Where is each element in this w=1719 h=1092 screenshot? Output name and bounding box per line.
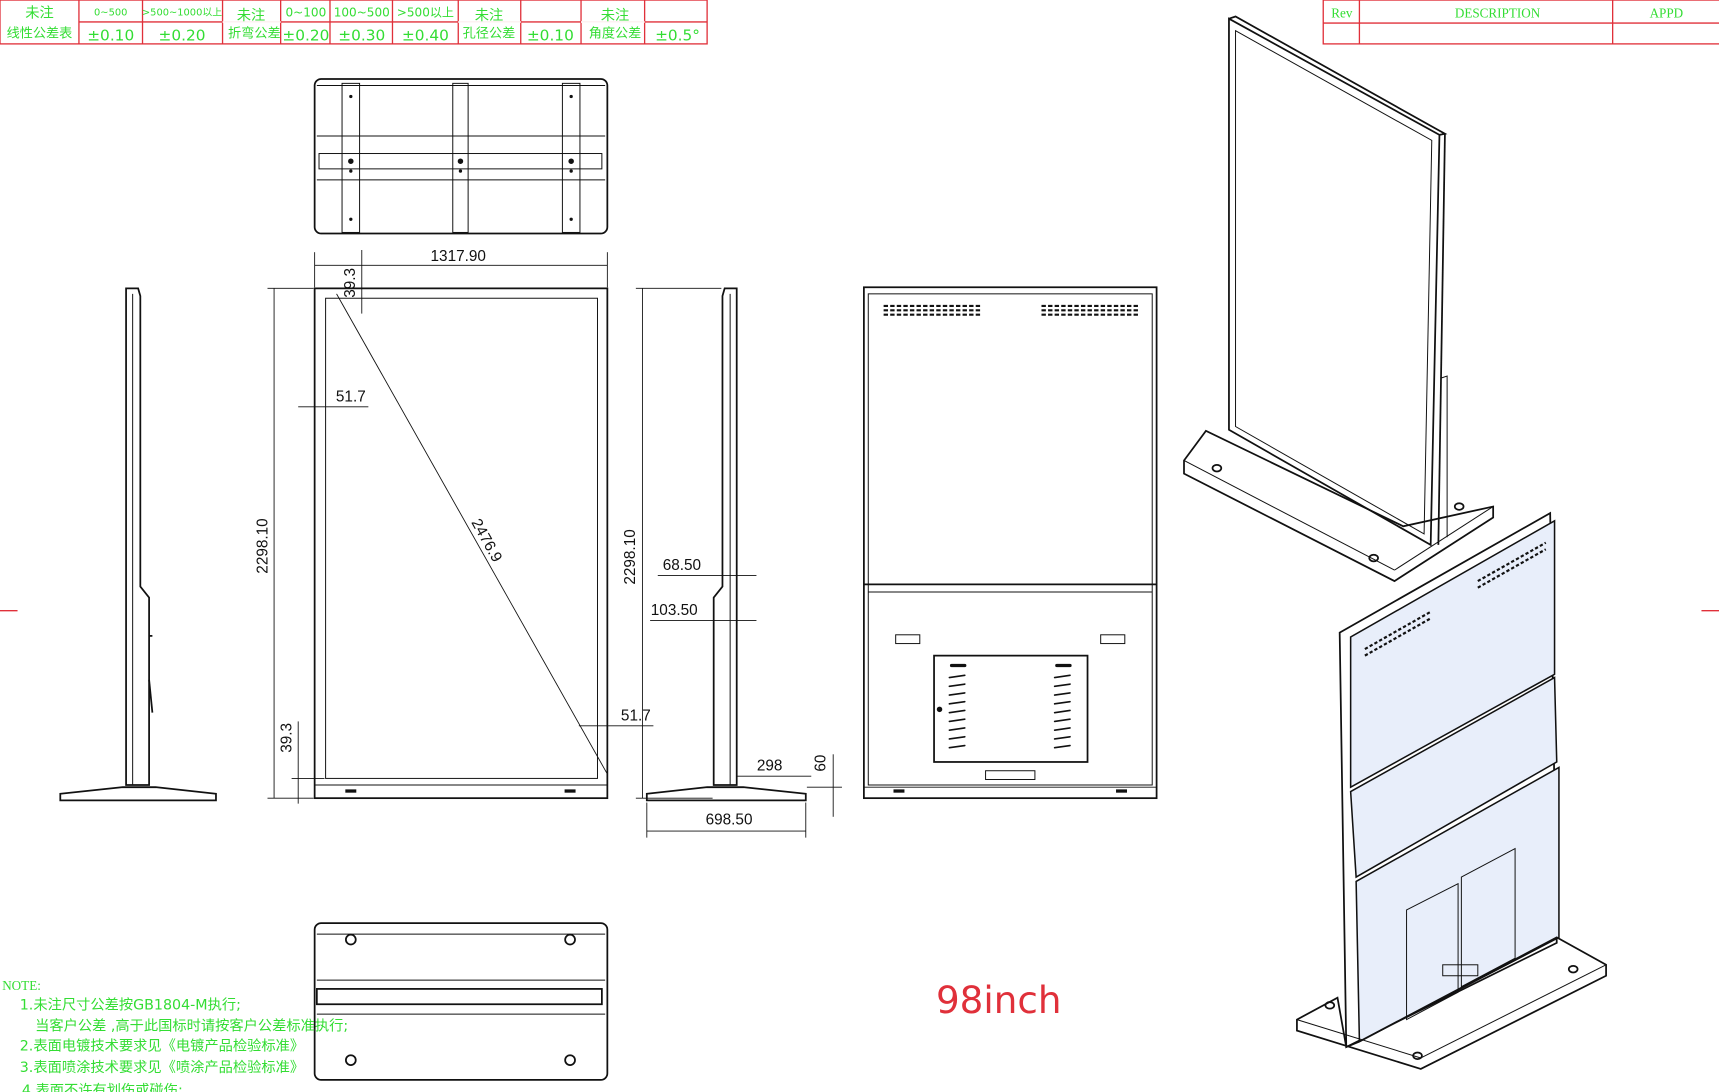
back-view — [863, 286, 1158, 800]
dim-diagonal: 2476.9 — [468, 516, 506, 565]
dim-side-bezel-right: 51.7 — [621, 707, 651, 724]
model-size-label: 98inch — [936, 978, 1061, 1022]
angle-value: ±0.5° — [655, 27, 700, 45]
angle-label1: 未注 — [601, 7, 630, 24]
dim-width: 1317.90 — [431, 248, 486, 265]
notes: NOTE: 1.未注尺寸公差按GB1804-M执行; 当客户公差 ,高于此国标时… — [2, 978, 348, 1092]
linear-value-1: ±0.10 — [87, 27, 134, 45]
angle-label2: 角度公差 — [589, 25, 642, 41]
note-line-3: 2.表面电镀技术要求见《电镀产品检验标准》 — [20, 1037, 304, 1054]
dim-height-side: 2298.10 — [622, 529, 639, 584]
linear-label2: 线性公差表 — [7, 25, 73, 41]
front-view — [313, 287, 609, 800]
dim-side-bezel: 51.7 — [336, 388, 366, 405]
bend-value-2: ±0.30 — [338, 27, 385, 45]
linear-value-2: ±0.20 — [158, 27, 205, 45]
hole-label2: 孔径公差 — [463, 25, 516, 41]
revision-block: Rev DESCRIPTION APPD — [1322, 0, 1719, 45]
linear-label1: 未注 — [25, 5, 54, 22]
bottom-view — [313, 922, 609, 1081]
hole-value: ±0.10 — [527, 27, 574, 45]
notes-title: NOTE: — [2, 978, 41, 993]
bend-range-2: 100~500 — [334, 5, 390, 19]
bend-label2: 折弯公差 — [228, 24, 281, 41]
dim-height-front: 2298.10 — [254, 518, 271, 573]
bend-label1: 未注 — [237, 7, 266, 24]
tolerance-table: 未注 线性公差表 0~500 >500~1000以上 ±0.10 ±0.20 未… — [0, 0, 708, 45]
dim-bottom-bezel: 39.3 — [279, 723, 296, 753]
bend-value-1: ±0.20 — [282, 27, 329, 45]
description-header: DESCRIPTION — [1455, 6, 1541, 21]
top-view — [313, 78, 609, 235]
dim-base-offset: 298 — [757, 758, 783, 775]
bend-value-3: ±0.40 — [402, 27, 449, 45]
dim-top-bezel: 39.3 — [342, 268, 359, 298]
dim-depth-top: 68.50 — [663, 557, 701, 574]
bend-range-1: 0~100 — [285, 5, 326, 19]
linear-range-1: 0~500 — [94, 7, 127, 18]
appd-header: APPD — [1650, 6, 1684, 21]
right-side-view: 2298.10 68.50 103.50 298 60 698.50 — [622, 287, 842, 838]
hole-label1: 未注 — [475, 7, 504, 24]
note-line-5: 4.表面不许有划伤或碰伤; — [22, 1082, 183, 1092]
note-line-1: 1.未注尺寸公差按GB1804-M执行; — [20, 997, 241, 1014]
note-line-4: 3.表面喷涂技术要求见《喷涂产品检验标准》 — [20, 1059, 304, 1076]
isometric-front-view — [1183, 15, 1495, 583]
dim-depth-lower: 103.50 — [651, 602, 698, 619]
bend-range-3: >500以上 — [397, 5, 454, 19]
linear-range-2: >500~1000以上 — [142, 6, 222, 18]
isometric-back-view — [1296, 511, 1607, 1070]
rev-header: Rev — [1331, 6, 1353, 21]
dim-base-depth: 698.50 — [706, 811, 753, 828]
left-side-view — [59, 287, 217, 802]
note-line-2: 当客户公差 ,高于此国标时请按客户公差标准执行; — [35, 1018, 348, 1035]
dim-base-height: 60 — [813, 755, 830, 772]
